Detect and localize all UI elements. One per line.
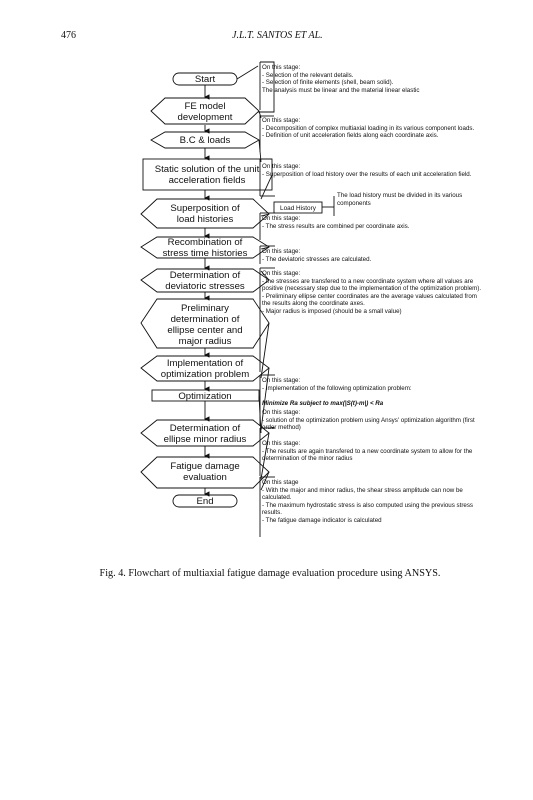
figure-caption: Fig. 4. Flowchart of multiaxial fatigue … — [99, 568, 441, 579]
page-number: 476 — [61, 30, 76, 41]
note-deviatoric: On this stage: - the stresses are transf… — [262, 270, 482, 315]
end-label: End — [196, 496, 213, 507]
preliminary-label-4: major radius — [179, 336, 232, 347]
superposition-label-1: Superposition of — [170, 203, 240, 214]
fe-model-label-2: development — [178, 112, 233, 123]
preliminary-label-1: Preliminary — [181, 303, 229, 314]
recombination-label-1: Recombination of — [168, 237, 243, 248]
optimization-box — [151, 389, 260, 402]
note-recombination: On this stage: - The deviatoric stresses… — [262, 248, 372, 263]
minor-radius-label-2: ellipse minor radius — [164, 434, 247, 445]
running-title: J.L.T. SANTOS ET AL. — [232, 30, 323, 41]
end-terminal — [172, 494, 238, 508]
load-history-box — [273, 201, 323, 214]
load-history-label: Load History — [280, 205, 317, 212]
static-solution-label-2: acceleration fields — [169, 175, 246, 186]
note-implementation-formula: Minimize Ra subject to max(|S(t)-m|) < R… — [262, 400, 384, 407]
note-static: On this stage: - Superposition of load h… — [262, 163, 472, 178]
recombination-label-2: stress time histories — [163, 248, 248, 259]
note-load-history: The load history must be divided in its … — [337, 192, 463, 207]
fatigue-label-1: Fatigue damage — [170, 461, 239, 472]
note-minor-radius: On this stage: - The results are again t… — [262, 440, 473, 463]
note-bc-loads: On this stage: - Decomposition of comple… — [262, 117, 475, 140]
preliminary-label-2: determination of — [171, 314, 240, 325]
minor-radius-label-1: Determination of — [170, 423, 241, 434]
bc-loads-label: B.C & loads — [180, 135, 231, 146]
note-fatigue: On this stage - With the major and minor… — [262, 479, 474, 524]
static-solution-label-1: Static solution of the unit — [155, 164, 260, 175]
note-implementation: On this stage: - Implementation of the f… — [262, 377, 412, 392]
note-optimization: On this stage: - solution of the optimiz… — [262, 409, 475, 432]
note-superposition: On this stage: - The stress results are … — [262, 215, 410, 230]
static-solution-box — [142, 158, 273, 191]
preliminary-label-3: ellipse center and — [167, 325, 242, 336]
start-label: Start — [195, 74, 216, 85]
implementation-label-1: Implementation of — [167, 358, 244, 369]
deviatoric-label-1: Determination of — [170, 270, 241, 281]
note-fe-model: On this stage: - Selection of the releva… — [262, 64, 420, 94]
optimization-label: Optimization — [178, 391, 231, 402]
fatigue-label-2: evaluation — [183, 472, 227, 483]
deviatoric-label-2: deviatoric stresses — [165, 281, 245, 292]
superposition-label-2: load histories — [177, 214, 234, 225]
fe-model-label-1: FE model — [184, 101, 225, 112]
implementation-label-2: optimization problem — [161, 369, 250, 380]
